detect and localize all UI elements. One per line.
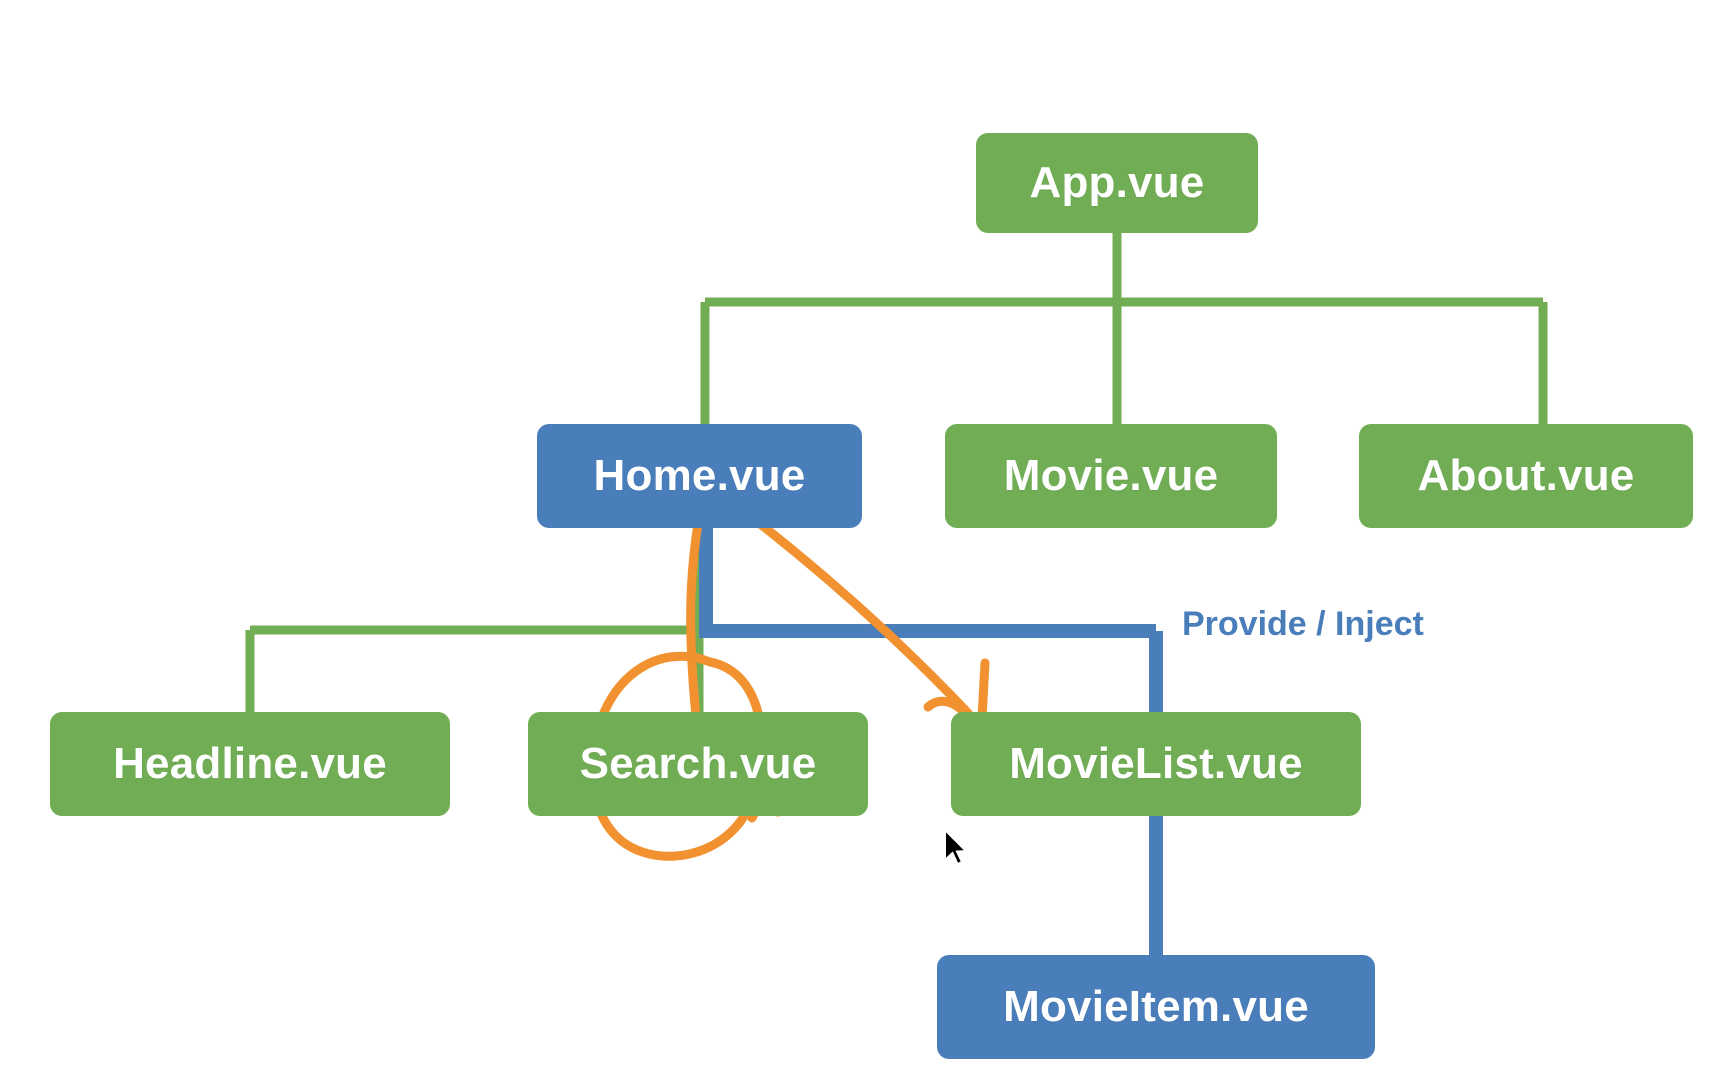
node-about-vue[interactable]: About.vue (1359, 424, 1693, 528)
node-headline-vue[interactable]: Headline.vue (50, 712, 450, 816)
node-label-about-vue: About.vue (1417, 451, 1635, 500)
node-movieitem-vue[interactable]: MovieItem.vue (937, 955, 1375, 1059)
node-label-home-vue: Home.vue (593, 451, 806, 500)
node-label-headline-vue: Headline.vue (113, 739, 387, 788)
blue-edge-home-to-movielist (699, 528, 1156, 638)
node-label-movielist-vue: MovieList.vue (1009, 739, 1303, 788)
node-movielist-vue[interactable]: MovieList.vue (951, 712, 1361, 816)
node-search-vue[interactable]: Search.vue (528, 712, 868, 816)
provide-inject-text: Provide / Inject (1182, 605, 1424, 643)
node-label-search-vue: Search.vue (579, 739, 817, 788)
node-label-app-vue: App.vue (1029, 158, 1205, 207)
node-home-vue[interactable]: Home.vue (537, 424, 862, 528)
node-movie-vue[interactable]: Movie.vue (945, 424, 1277, 528)
node-label-movie-vue: Movie.vue (1003, 451, 1219, 500)
node-label-movieitem-vue: MovieItem.vue (1003, 982, 1309, 1031)
label-provide-inject: Provide / Inject (1182, 605, 1424, 644)
node-app-vue[interactable]: App.vue (976, 133, 1258, 233)
